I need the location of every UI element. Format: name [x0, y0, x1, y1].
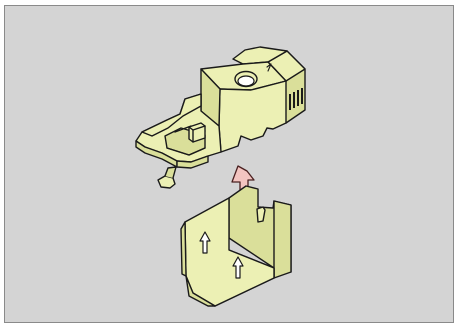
- staple-illustration: [5, 6, 453, 322]
- illustration-panel: [4, 5, 454, 323]
